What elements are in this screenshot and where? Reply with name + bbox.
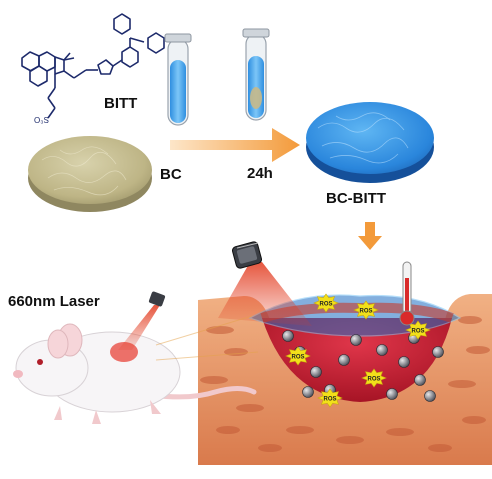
product-label: BC-BITT xyxy=(326,190,386,207)
bacterium xyxy=(282,330,294,342)
thermometer-icon xyxy=(399,261,415,326)
laser-head-icon xyxy=(218,241,312,326)
ros-label: ROS xyxy=(291,355,304,361)
process-arrow xyxy=(170,128,300,162)
bacterium xyxy=(302,386,314,398)
wound-bed xyxy=(262,318,452,402)
laser-label: 660nm Laser xyxy=(8,293,100,310)
bacterium xyxy=(338,354,350,366)
bacterium xyxy=(424,390,436,402)
zoom-guide xyxy=(155,315,259,361)
test-tube-icon xyxy=(242,28,270,121)
bc-disc xyxy=(28,136,152,212)
ros-burst-icon: ROS xyxy=(313,293,339,313)
molecule-structure xyxy=(21,13,165,119)
bacterium xyxy=(432,346,444,358)
ros-label: ROS xyxy=(359,309,372,315)
bacterium xyxy=(398,356,410,368)
dye-label: BITT xyxy=(104,95,137,112)
bacterium xyxy=(350,334,362,346)
dye-substituent-label: O₃S xyxy=(34,116,49,125)
bacterium xyxy=(376,344,388,356)
ros-burst-icon: ROS xyxy=(353,300,379,320)
ros-burst-icon: ROS xyxy=(317,388,343,408)
mouse-icon xyxy=(13,291,257,424)
ros-burst-icon: ROS xyxy=(361,368,387,388)
ros-group: ROS ROS ROS ROS ROS ROS xyxy=(285,293,431,408)
bc-bitt-disc xyxy=(306,102,434,183)
ros-label: ROS xyxy=(323,397,336,403)
bacterium xyxy=(414,374,426,386)
bacterium xyxy=(310,366,322,378)
time-label: 24h xyxy=(247,165,273,182)
ros-label: ROS xyxy=(411,329,424,335)
test-tube-icon xyxy=(164,33,192,126)
bacterium xyxy=(386,388,398,400)
ros-label: ROS xyxy=(319,302,332,308)
ros-burst-icon: ROS xyxy=(405,320,431,340)
bc-label: BC xyxy=(160,166,182,183)
ros-burst-icon: ROS xyxy=(285,346,311,366)
ros-label: ROS xyxy=(367,377,380,383)
down-arrow xyxy=(358,222,382,250)
